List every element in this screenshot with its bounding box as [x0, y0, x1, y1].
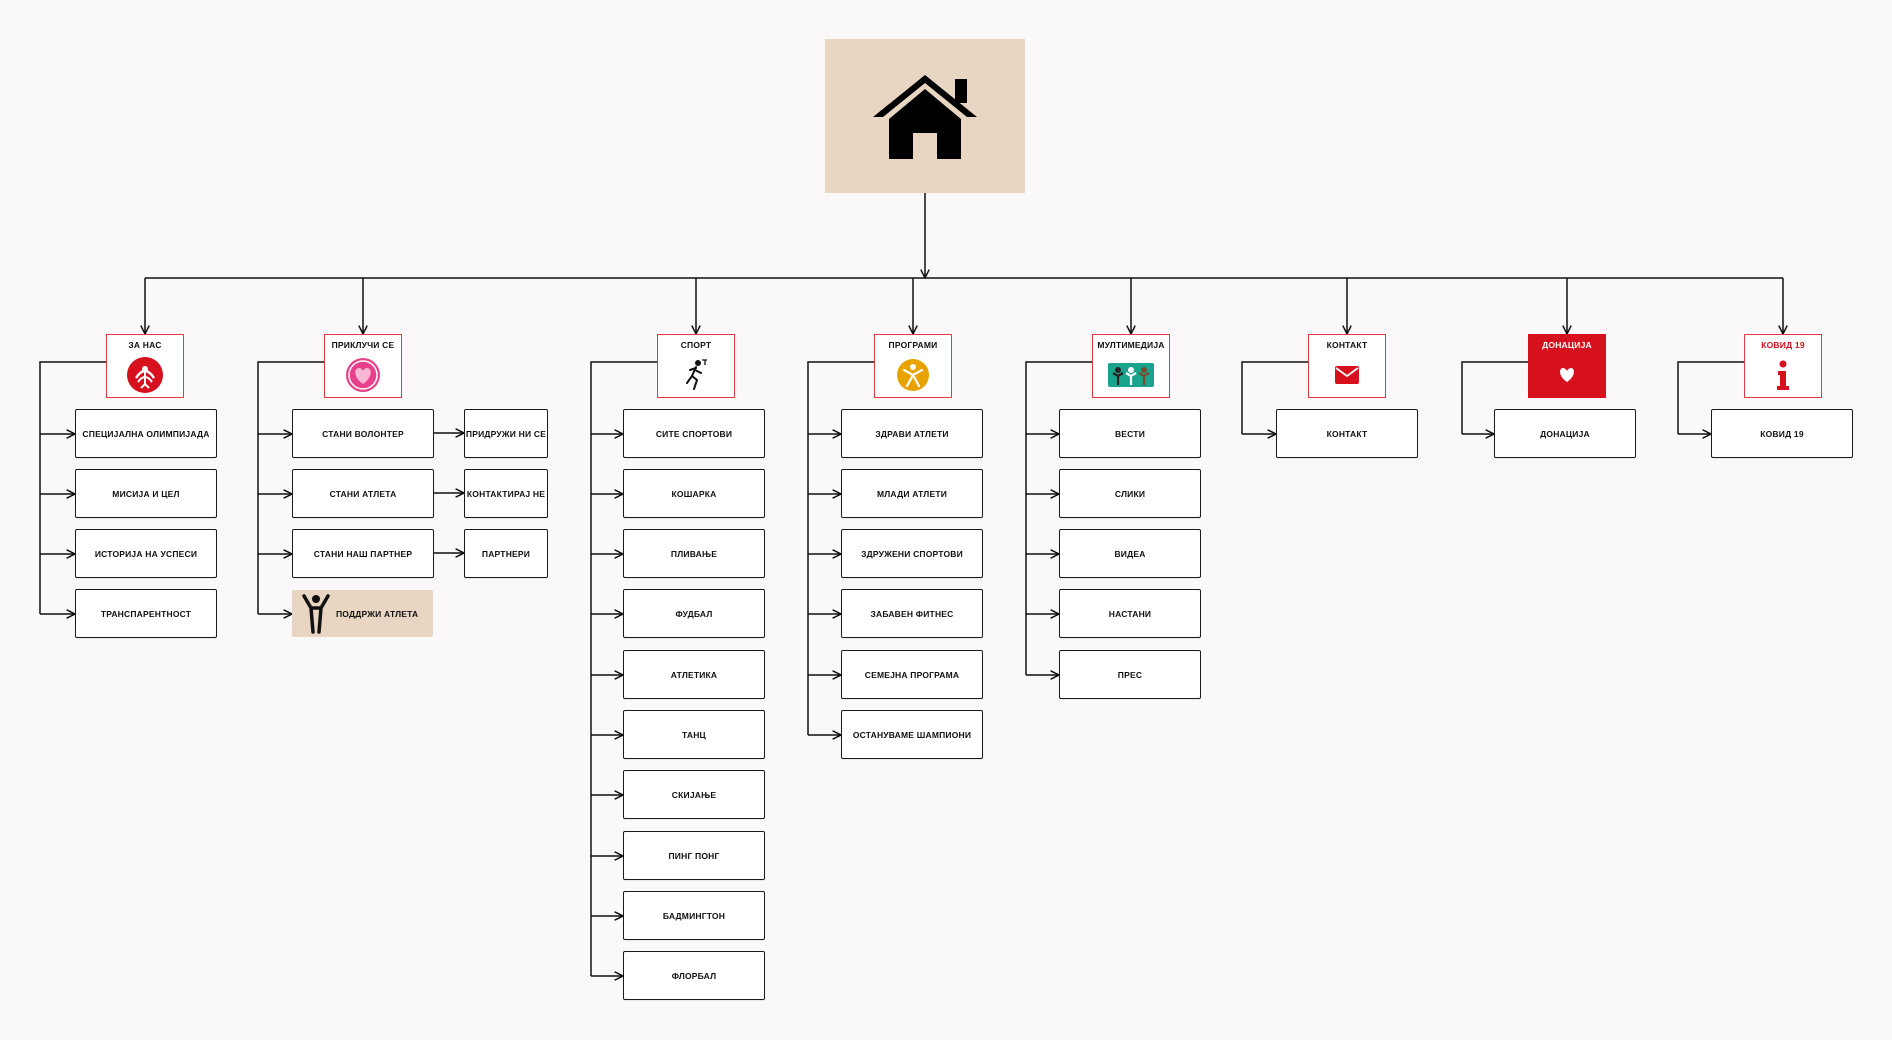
category-label: ПРОГРАМИ	[888, 340, 938, 350]
node-fudbal[interactable]: ФУДБАЛ	[623, 589, 765, 638]
category-prikluchi-se[interactable]: ПРИКЛУЧИ СЕ	[324, 334, 402, 398]
node-kontakt[interactable]: КОНТАКТ	[1276, 409, 1418, 458]
category-label: СПОРТ	[680, 340, 712, 350]
node-videa[interactable]: ВИДЕА	[1059, 529, 1201, 578]
node-misija-i-cel[interactable]: МИСИЈА И ЦЕЛ	[75, 469, 217, 518]
node-istorija-na-uspesi[interactable]: ИСТОРИЈА НА УСПЕСИ	[75, 529, 217, 578]
node-vesti[interactable]: ВЕСТИ	[1059, 409, 1201, 458]
node-nastani[interactable]: НАСТАНИ	[1059, 589, 1201, 638]
node-poddrzhi-atleta[interactable]: ПОДДРЖИ АТЛЕТА	[292, 590, 433, 637]
category-multimedija[interactable]: МУЛТИМЕДИЈА	[1092, 334, 1170, 398]
people-group-icon	[1108, 363, 1154, 387]
node-plivanje[interactable]: ПЛИВАЊЕ	[623, 529, 765, 578]
node-pridruzhi-ni-se[interactable]: ПРИДРУЖИ НИ СЕ	[464, 409, 548, 458]
programs-figure-icon	[897, 359, 929, 391]
category-donacija[interactable]: ДОНАЦИЈА	[1528, 334, 1606, 398]
category-label: КОВИД 19	[1761, 340, 1805, 350]
node-partneri[interactable]: ПАРТНЕРИ	[464, 529, 548, 578]
category-sport[interactable]: СПОРТ	[657, 334, 735, 398]
category-label: КОНТАКТ	[1326, 340, 1368, 350]
node-zdruzheni-sportovi[interactable]: ЗДРУЖЕНИ СПОРТОВИ	[841, 529, 983, 578]
node-semejna-programa[interactable]: СЕМЕЈНА ПРОГРАМА	[841, 650, 983, 699]
heart-icon	[1560, 368, 1574, 382]
home-node[interactable]	[825, 39, 1025, 193]
runner-icon	[686, 359, 707, 390]
category-label: МУЛТИМЕДИЈА	[1097, 340, 1165, 350]
category-label: ПРИКЛУЧИ СЕ	[331, 340, 395, 350]
athlete-arms-up-icon	[302, 593, 330, 634]
home-icon	[873, 75, 977, 159]
heart-badge-icon	[346, 358, 380, 392]
envelope-icon	[1335, 366, 1359, 384]
category-programi[interactable]: ПРОГРАМИ	[874, 334, 952, 398]
node-mladi-atleti[interactable]: МЛАДИ АТЛЕТИ	[841, 469, 983, 518]
node-ostanuvame-shampioni[interactable]: ОСТАНУВАМЕ ШАМПИОНИ	[841, 710, 983, 759]
node-ping-pong[interactable]: ПИНГ ПОНГ	[623, 831, 765, 880]
node-specijalna-olimpijada[interactable]: СПЕЦИЈАЛНА ОЛИМПИЈАДА	[75, 409, 217, 458]
node-skijanje[interactable]: СКИЈАЊЕ	[623, 770, 765, 819]
node-florbal[interactable]: ФЛОРБАЛ	[623, 951, 765, 1000]
node-kovid-19[interactable]: КОВИД 19	[1711, 409, 1853, 458]
special-olympics-logo-icon	[127, 357, 163, 393]
node-donacija[interactable]: ДОНАЦИЈА	[1494, 409, 1636, 458]
category-za-nas[interactable]: ЗА НАС	[106, 334, 184, 398]
node-stani-atleta[interactable]: СТАНИ АТЛЕТА	[292, 469, 434, 518]
node-zabaven-fitnes[interactable]: ЗАБАВЕН ФИТНЕС	[841, 589, 983, 638]
node-koshurka[interactable]: КОШАРКА	[623, 469, 765, 518]
node-zdravi-atleti[interactable]: ЗДРАВИ АТЛЕТИ	[841, 409, 983, 458]
node-site-sportovi[interactable]: СИТЕ СПОРТОВИ	[623, 409, 765, 458]
node-stani-nash-partner[interactable]: СТАНИ НАШ ПАРТНЕР	[292, 529, 434, 578]
node-tanc[interactable]: ТАНЦ	[623, 710, 765, 759]
node-atletika[interactable]: АТЛЕТИКА	[623, 650, 765, 699]
node-pres[interactable]: ПРЕС	[1059, 650, 1201, 699]
info-icon	[1777, 360, 1789, 390]
node-label: ПОДДРЖИ АТЛЕТА	[336, 608, 419, 619]
category-label: ДОНАЦИЈА	[1542, 340, 1592, 350]
node-kontaktiraj-ne[interactable]: КОНТАКТИРАЈ НЕ	[464, 469, 548, 518]
node-sliki[interactable]: СЛИКИ	[1059, 469, 1201, 518]
node-transparentnost[interactable]: ТРАНСПАРЕНТНОСТ	[75, 589, 217, 638]
category-kontakt[interactable]: КОНТАКТ	[1308, 334, 1386, 398]
category-kovid-19[interactable]: КОВИД 19	[1744, 334, 1822, 398]
node-stani-volonter[interactable]: СТАНИ ВОЛОНТЕР	[292, 409, 434, 458]
node-badmington[interactable]: БАДМИНГТОН	[623, 891, 765, 940]
category-label: ЗА НАС	[128, 340, 162, 350]
